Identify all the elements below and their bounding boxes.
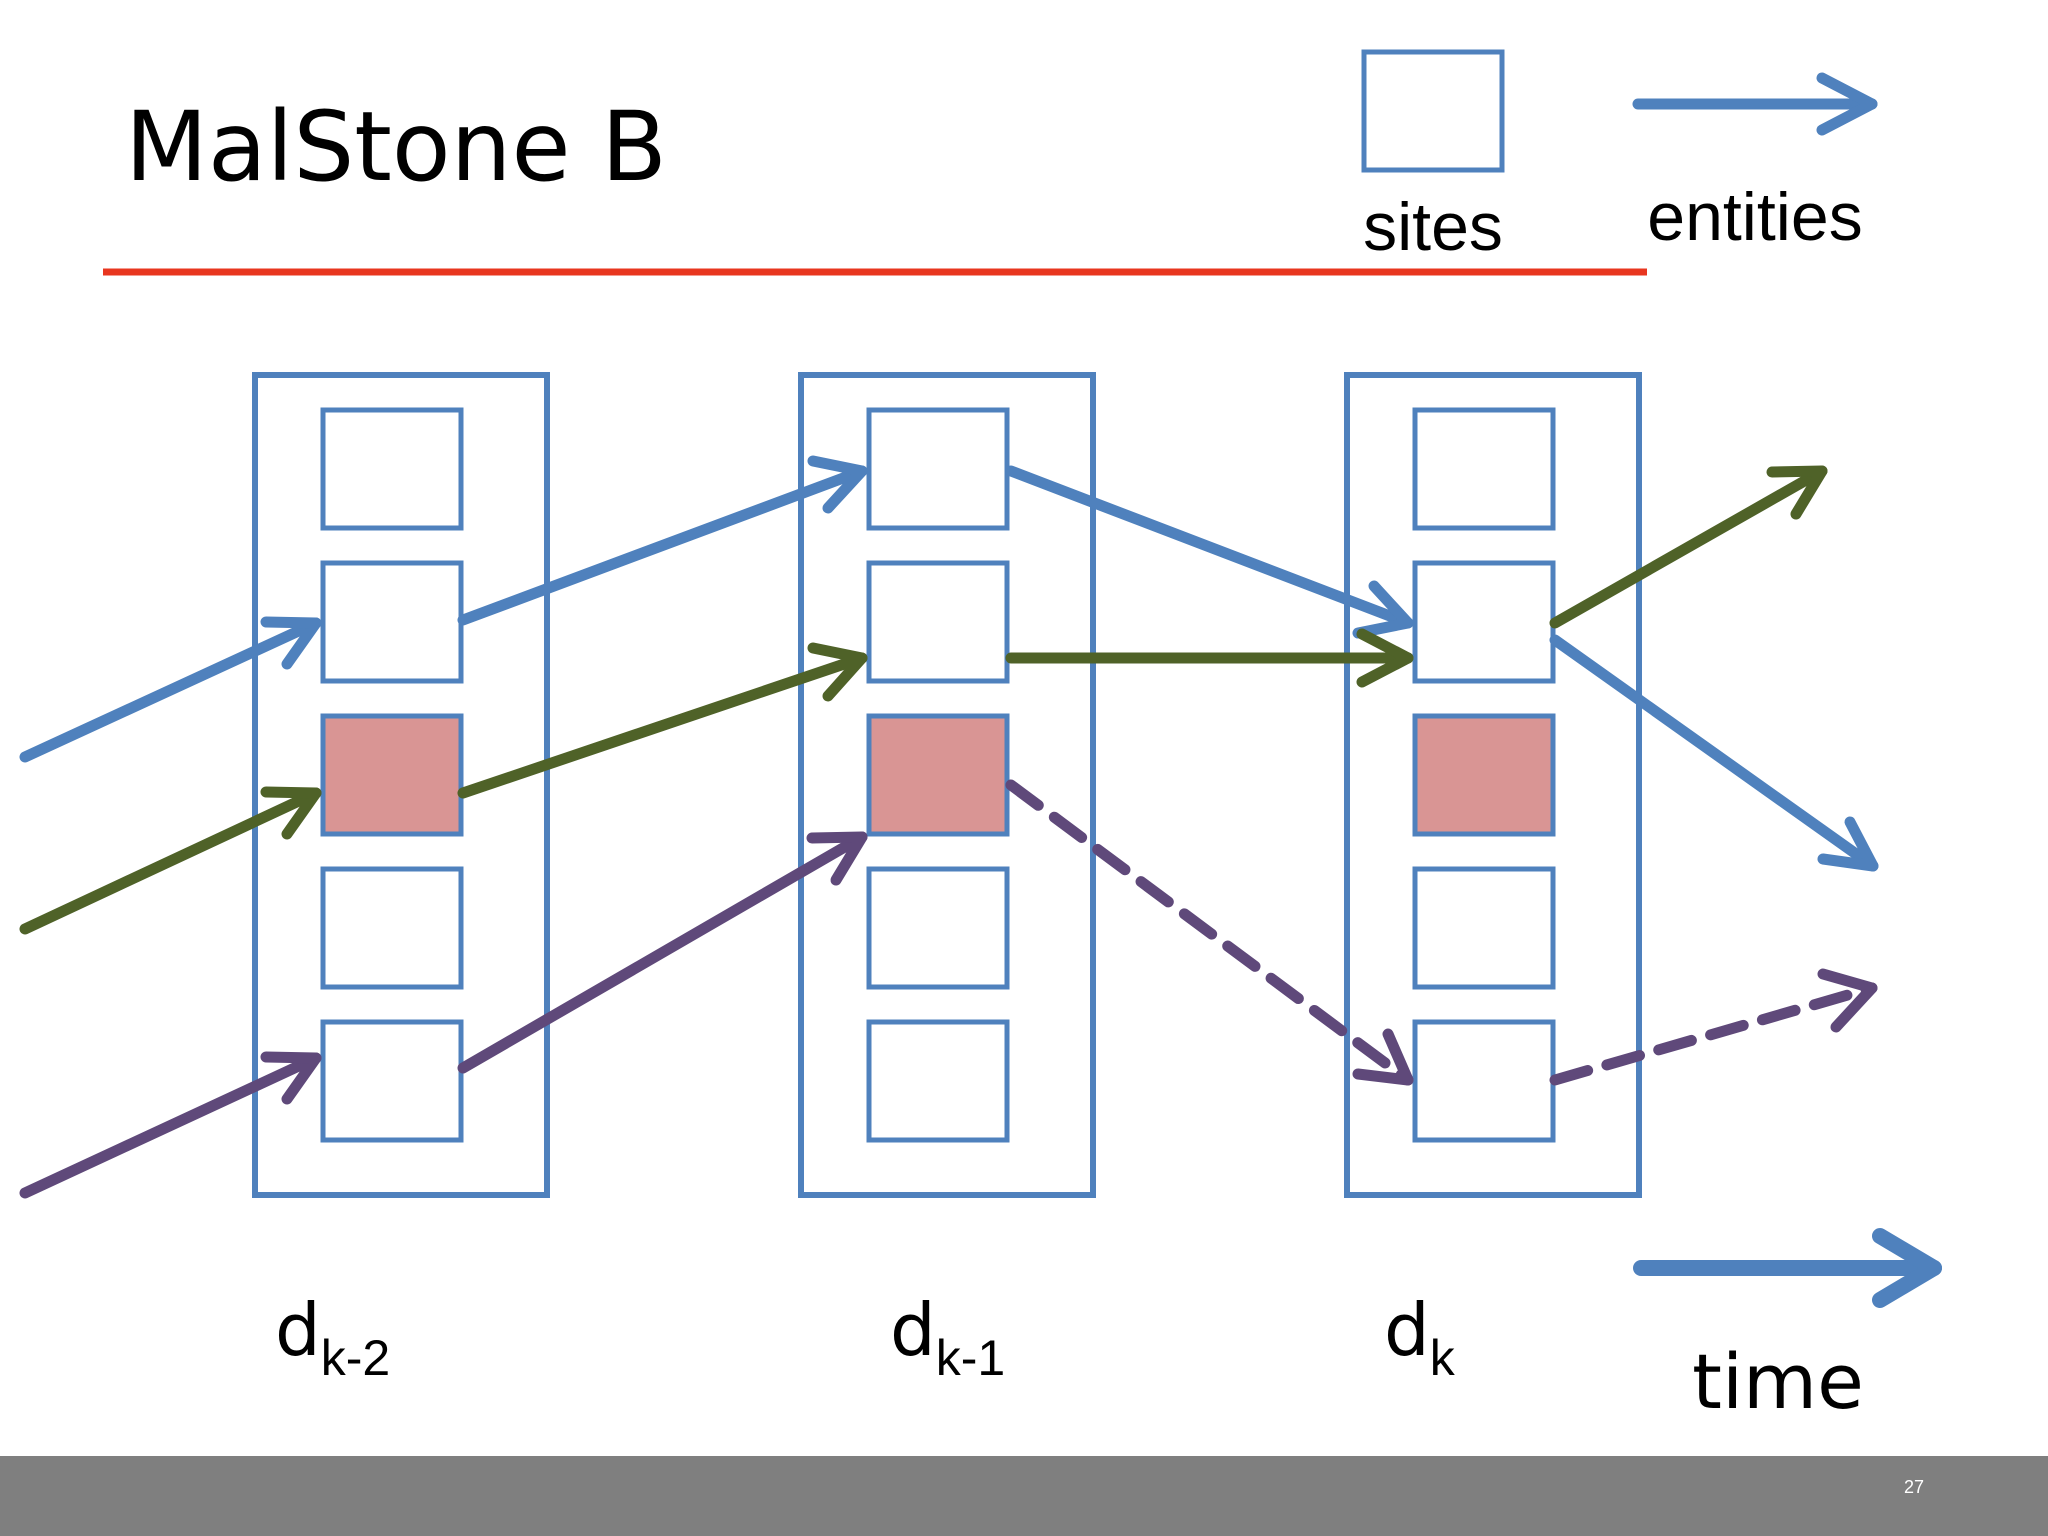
arrow-head: [1352, 1028, 1414, 1086]
flow-segment: [1005, 779, 1414, 1086]
period-container: [252, 372, 550, 1198]
time-arrow: [1633, 1228, 1942, 1308]
period-container: [1344, 372, 1642, 1198]
arrow-head: [260, 616, 322, 670]
arrow-head: [807, 455, 868, 514]
time-label: time: [1692, 1337, 1864, 1426]
arrow-head: [1356, 628, 1414, 688]
compromised-site-box: [320, 713, 464, 837]
period-label-2: dk-1: [890, 1288, 1005, 1386]
period-label-1: dk-2: [275, 1288, 390, 1386]
legend-sites-label: sites: [1363, 189, 1503, 265]
site-box: [1412, 560, 1556, 684]
flow-segment: [1549, 982, 1878, 1086]
arrow-head: [806, 831, 868, 886]
site-box: [320, 1019, 464, 1143]
flow-segment: [1549, 465, 1828, 629]
period-label-main: d: [1384, 1288, 1430, 1372]
site-box: [1412, 1019, 1556, 1143]
period-label-sub: k-1: [936, 1330, 1005, 1386]
flow-segment: [457, 652, 868, 799]
flows-layer: [19, 455, 1879, 1199]
site-box: [866, 407, 1010, 531]
legend-entities-label: entities: [1647, 179, 1862, 255]
arrow-head: [1352, 580, 1414, 639]
period-group-1: [252, 372, 550, 1198]
purple-entity-dashed-flow: [1005, 779, 1878, 1086]
flow-segment: [457, 831, 868, 1074]
site-box: [866, 560, 1010, 684]
arrow-head: [1766, 465, 1828, 520]
site-box: [866, 866, 1010, 990]
green-entity-flow: [19, 465, 1828, 935]
site-box: [320, 560, 464, 684]
site-box: [866, 1019, 1010, 1143]
arrow-head: [1817, 968, 1878, 1033]
site-box: [320, 866, 464, 990]
arrow-head: [1817, 816, 1879, 872]
period-label-3: dk: [1384, 1288, 1456, 1386]
purple-entity-flow: [19, 831, 868, 1199]
site-box: [320, 407, 464, 531]
period-label-sub: k-2: [321, 1330, 390, 1386]
flow-segment: [1549, 634, 1879, 872]
flow-segment: [19, 1052, 322, 1199]
arrow-head: [807, 642, 868, 702]
flow-segment: [19, 617, 322, 763]
slide-title: MalStone B: [125, 91, 667, 203]
period-label-sub: k: [1430, 1330, 1456, 1386]
legend-site-box: [1361, 49, 1505, 173]
page-number: 27: [1904, 1477, 1924, 1497]
sites-layer: [320, 407, 1556, 1143]
legend-entity-arrow: [1632, 72, 1878, 136]
compromised-site-box: [1412, 713, 1556, 837]
period-label-main: d: [275, 1288, 321, 1372]
arrow-head: [260, 1051, 322, 1105]
compromised-site-box: [866, 713, 1010, 837]
site-box: [1412, 407, 1556, 531]
period-group-3: [1344, 372, 1642, 1198]
period-container: [798, 372, 1096, 1198]
footer-bar: [0, 1456, 2048, 1536]
period-label-main: d: [890, 1288, 936, 1372]
flow-segment: [1005, 465, 1414, 629]
flow-segment: [19, 787, 322, 935]
site-box: [1412, 866, 1556, 990]
arrow-head: [260, 786, 322, 840]
period-group-2: [798, 372, 1096, 1198]
blue-entity-flow: [19, 455, 1879, 872]
flow-segment: [457, 465, 868, 626]
